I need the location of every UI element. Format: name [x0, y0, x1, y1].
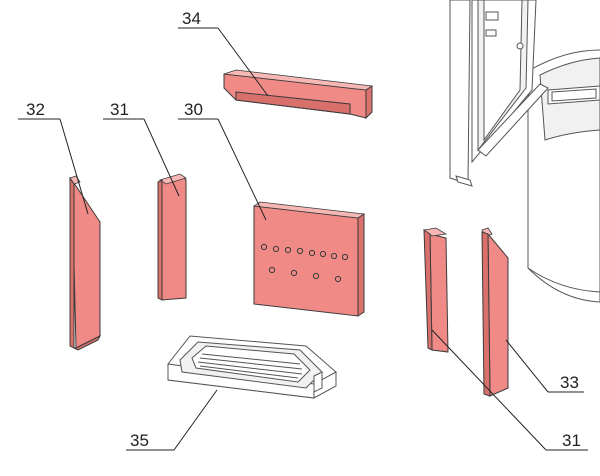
callout-labels: 34 32 31 30 33 31 35	[26, 9, 581, 450]
callout-32: 32	[26, 100, 45, 119]
part-30-back-plate	[252, 201, 366, 317]
stove-body	[449, 0, 600, 303]
part-31-upright-brick-left	[157, 173, 187, 301]
part-33-right-side-brick	[481, 227, 509, 397]
callout-31-bottom: 31	[562, 431, 581, 450]
callout-31-top: 31	[110, 100, 129, 119]
callout-35: 35	[130, 431, 149, 450]
leader-lines	[18, 27, 588, 451]
back-plate-air-holes	[260, 243, 349, 283]
part-34-top-baffle	[223, 69, 374, 120]
part-35-grate-tray	[167, 335, 337, 399]
part-31-upright-brick-right	[423, 227, 449, 353]
callout-33: 33	[560, 373, 579, 392]
callout-34: 34	[182, 9, 201, 28]
callout-30: 30	[184, 100, 203, 119]
part-32-left-side-brick	[69, 175, 102, 351]
grate-slots	[197, 353, 303, 379]
